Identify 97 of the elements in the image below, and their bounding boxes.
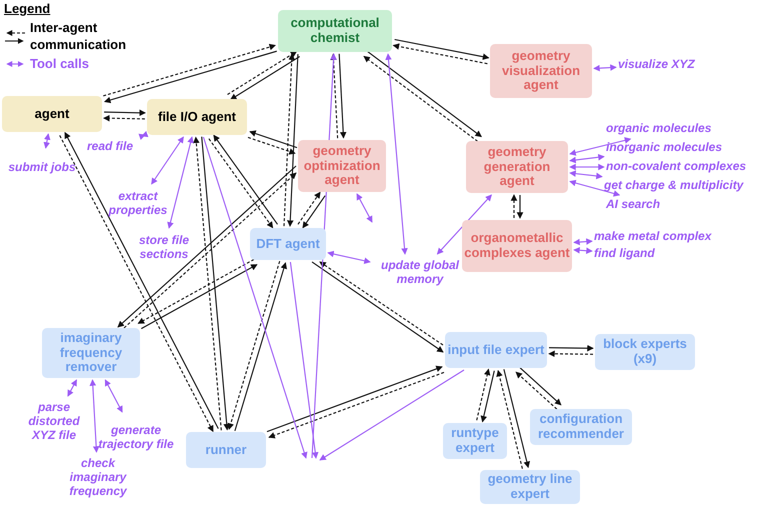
tool-call-label: store file sections xyxy=(122,230,206,266)
arrow xyxy=(103,44,276,96)
arrow xyxy=(290,262,319,459)
box-label: geometry generation agent xyxy=(482,144,552,190)
arrow xyxy=(510,194,518,218)
agent-box xyxy=(42,328,140,378)
arrow xyxy=(573,238,593,246)
tool-call-label: get charge & multiplicity xyxy=(604,178,766,194)
tool-call-label: read file xyxy=(80,138,140,156)
agent-box xyxy=(595,334,695,370)
arrow xyxy=(90,379,100,453)
box-label: geometry line expert xyxy=(486,472,574,502)
role-box xyxy=(278,10,392,52)
arrow xyxy=(234,262,287,432)
arrow xyxy=(319,370,464,460)
arrow xyxy=(549,344,594,352)
tool-call-label: find ligand xyxy=(594,246,674,262)
box-label: geometry optimization agent xyxy=(302,144,382,188)
arrow xyxy=(480,370,495,422)
tool-call-label: submit jobs xyxy=(2,150,82,186)
arrow xyxy=(327,250,371,264)
arrow xyxy=(436,194,492,255)
arrow xyxy=(167,136,194,229)
agent-box xyxy=(466,141,568,193)
box-label: geometry visualization agent xyxy=(500,48,582,94)
tool-call-label: organic molecules xyxy=(606,121,736,137)
agent-box xyxy=(530,409,632,445)
arrow xyxy=(516,195,524,219)
agent-box xyxy=(480,470,580,504)
arrow xyxy=(283,53,296,226)
arrow xyxy=(569,154,605,164)
legend-title: Legend xyxy=(4,1,52,18)
box-label: runner xyxy=(205,442,247,458)
agent-box xyxy=(443,423,507,459)
arrow xyxy=(104,50,277,104)
legend-label: Tool calls xyxy=(30,56,90,72)
arrow xyxy=(330,53,338,138)
box-label: DFT agent xyxy=(256,236,320,252)
arrow xyxy=(103,114,145,122)
agent-box xyxy=(186,432,266,468)
arrow xyxy=(104,379,123,413)
arrow xyxy=(138,258,254,324)
box-label: file I/O agent xyxy=(158,110,236,124)
tool-call-label: extract properties xyxy=(98,186,178,222)
tool-call-label: visualize XYZ xyxy=(618,56,710,74)
arrow xyxy=(202,136,308,459)
agent-box xyxy=(445,332,547,368)
arrow xyxy=(266,366,443,432)
arrow xyxy=(298,192,321,225)
agent-box xyxy=(490,44,592,98)
arrow xyxy=(302,195,326,228)
arrow xyxy=(548,350,593,358)
arrow xyxy=(193,136,222,430)
tool-call-label: parse distorted XYZ file xyxy=(16,398,92,446)
tool-call-label: inorganic molecules xyxy=(606,140,746,156)
arrow xyxy=(249,130,298,148)
agent-box xyxy=(2,96,102,132)
tool-call-label: non-covalent complexes xyxy=(606,159,766,175)
tool-call-label: make metal complex xyxy=(594,229,724,245)
arrow xyxy=(286,54,298,227)
box-label: imaginary frequency remover xyxy=(58,330,124,376)
arrow xyxy=(569,180,620,197)
box-label: input file expert xyxy=(448,342,544,358)
arrow xyxy=(67,379,77,397)
arrow xyxy=(356,193,372,223)
arrow xyxy=(138,130,148,140)
arrow xyxy=(44,133,50,149)
box-label: configuration recommender xyxy=(537,412,625,442)
arrow xyxy=(476,368,490,420)
arrow xyxy=(385,53,408,255)
box-label: computational chemist xyxy=(290,16,380,46)
arrow xyxy=(569,170,603,180)
arrow xyxy=(503,369,530,468)
arrow xyxy=(496,370,523,469)
arrow xyxy=(104,110,146,116)
arrow xyxy=(392,43,488,64)
arrow xyxy=(569,137,632,156)
arrow xyxy=(569,164,605,170)
legend-label: Inter-agent communication xyxy=(30,20,128,53)
agent-box xyxy=(250,228,326,260)
box-label: agent xyxy=(34,106,70,122)
arrow xyxy=(151,136,184,185)
arrow xyxy=(141,264,258,330)
arrow xyxy=(573,247,593,254)
arrow xyxy=(338,54,346,139)
agent-box xyxy=(462,220,572,272)
arrow xyxy=(394,38,490,60)
arrow xyxy=(248,136,296,155)
box-label: runtype expert xyxy=(450,426,500,456)
arrow xyxy=(201,136,230,431)
tool-call-label: AI search xyxy=(606,197,706,213)
arrow xyxy=(268,372,444,438)
box-label: block experts (x9) xyxy=(602,337,688,367)
agent-box xyxy=(147,99,247,135)
arrow xyxy=(228,260,280,430)
tool-call-label: check imaginary frequency xyxy=(58,454,138,502)
arrow xyxy=(593,64,617,72)
